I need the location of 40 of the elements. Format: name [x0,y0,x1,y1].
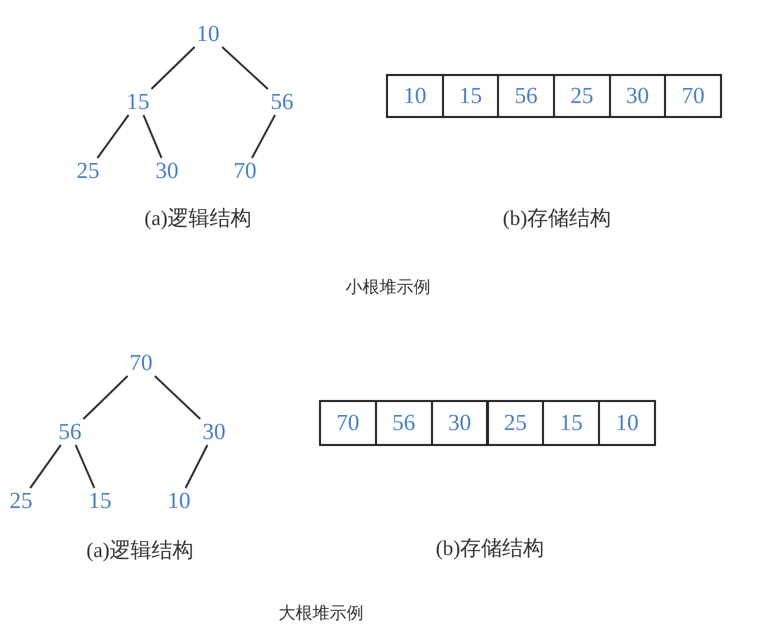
tree-node-value: 25 [71,158,105,184]
structure-label: (a)逻辑结构 [86,537,194,564]
array-cell: 15 [442,74,500,118]
array-cell: 30 [430,400,488,446]
tree-node-value: 30 [197,419,231,445]
structure-label: (b)存储结构 [436,535,544,562]
figure-caption: 大根堆示例 [278,602,364,624]
array-cell: 70 [319,400,377,446]
tree-node-value: 15 [83,488,117,514]
connector-line [142,114,162,158]
array-cell: 25 [553,74,611,118]
connector-line [150,46,196,90]
structure-label: (b)存储结构 [502,205,612,232]
connector-line [251,114,276,158]
array-cell: 56 [497,74,555,118]
figure-caption: 小根堆示例 [346,276,430,298]
structure-label: (a)逻辑结构 [144,205,252,232]
tree-node-value: 56 [265,89,299,115]
tree-node-value: 70 [228,158,262,184]
tree-node-value: 70 [124,350,158,376]
connector-line [74,444,96,488]
tree-node-value: 15 [121,89,155,115]
connector-line [96,114,130,159]
connector-line [82,375,128,420]
array-cell: 56 [374,400,433,446]
array-cell: 10 [598,400,656,446]
array-cell: 70 [664,74,722,118]
array-cell: 15 [542,400,600,446]
array-cell: 25 [486,400,544,446]
tree-node-value: 30 [150,158,184,184]
connector-line [29,444,62,489]
tree-node-value: 10 [162,488,196,514]
array-cell: 10 [386,74,444,118]
tree-node-value: 25 [4,488,38,514]
connector-line [154,375,201,420]
connector-line [221,46,269,90]
tree-node-value: 56 [53,419,87,445]
connector-line [184,444,208,488]
array-cell: 30 [608,74,666,118]
tree-node-value: 10 [191,21,225,47]
